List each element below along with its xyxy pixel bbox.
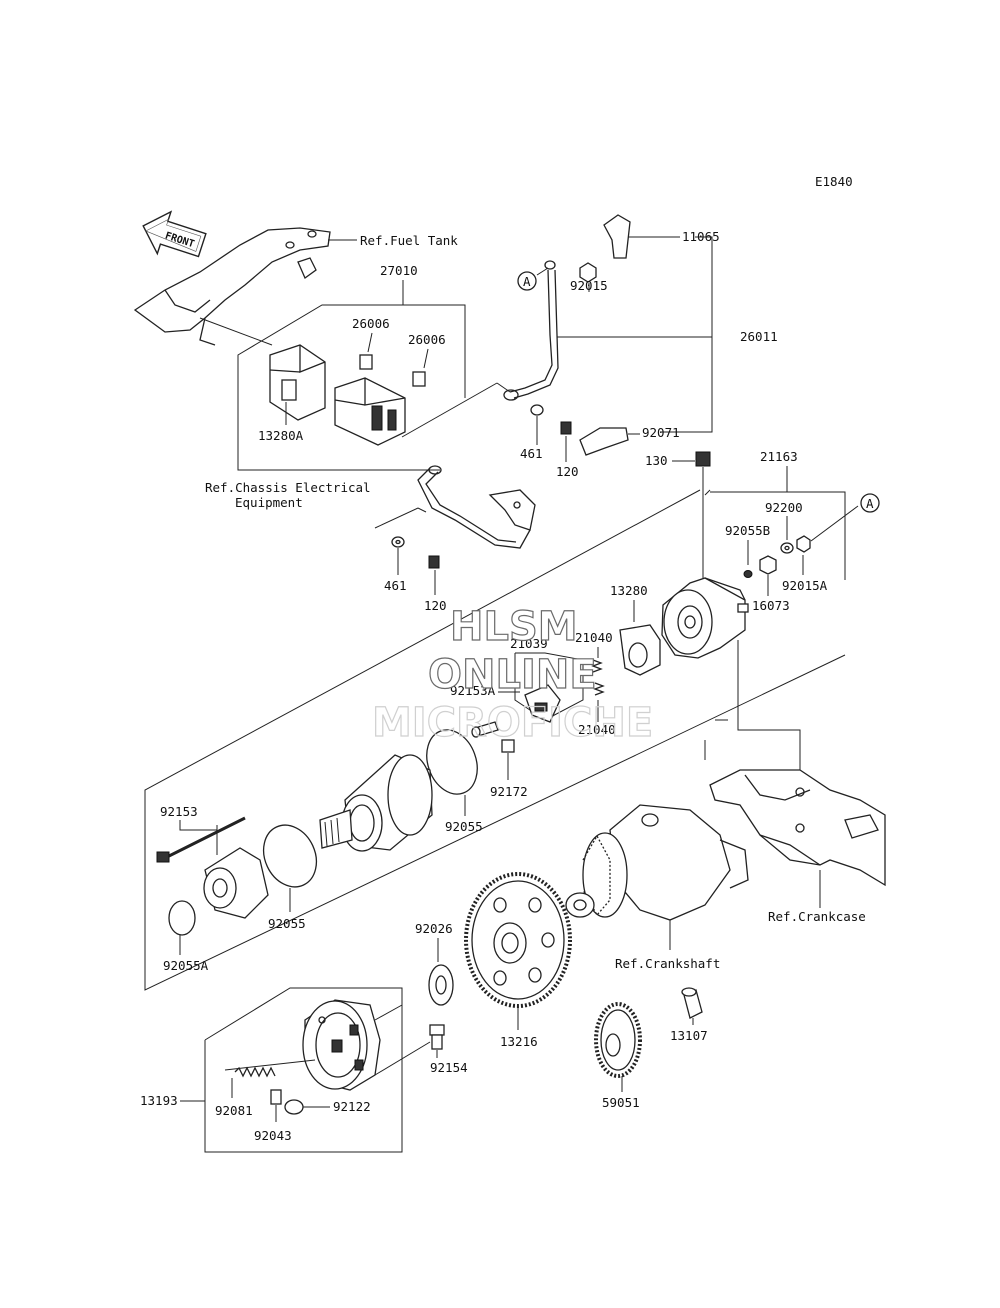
screw-92172 bbox=[501, 739, 515, 753]
label-92200: 92200 bbox=[765, 500, 803, 515]
ref-chassis-electrical: Ref.Chassis Electrical bbox=[205, 480, 371, 495]
ref-chassis-equipment: Equipment bbox=[235, 495, 303, 510]
washer-92026 bbox=[428, 964, 454, 1006]
label-21040-b: 21040 bbox=[578, 722, 616, 737]
boot-92071 bbox=[579, 427, 629, 456]
label-92055A: 92055A bbox=[163, 958, 209, 973]
label-92122: 92122 bbox=[333, 1099, 371, 1114]
label-59051: 59051 bbox=[602, 1095, 640, 1110]
label-27010: 27010 bbox=[380, 263, 418, 278]
watermark-line1: HLSM bbox=[450, 604, 578, 650]
roller-92122 bbox=[284, 1099, 304, 1115]
label-92043: 92043 bbox=[254, 1128, 292, 1143]
label-120-lower: 120 bbox=[424, 598, 447, 613]
idle-gear-59051 bbox=[594, 1002, 642, 1078]
callout-a-right-letter: A bbox=[866, 496, 874, 511]
label-21039: 21039 bbox=[510, 636, 548, 651]
nut-92015 bbox=[579, 262, 597, 283]
starter-gear-13216 bbox=[464, 872, 572, 1008]
label-92015: 92015 bbox=[570, 278, 608, 293]
label-92055-upper: 92055 bbox=[445, 819, 483, 834]
label-92026: 92026 bbox=[415, 921, 453, 936]
label-26011: 26011 bbox=[740, 329, 778, 344]
oring-92055A bbox=[168, 900, 196, 936]
spring-92081 bbox=[234, 1066, 276, 1078]
label-21163: 21163 bbox=[760, 449, 798, 464]
ref-fuel-tank: Ref.Fuel Tank bbox=[360, 233, 458, 248]
label-92055B: 92055B bbox=[725, 523, 770, 538]
watermark: HLSM ONLINE MICROFICHE bbox=[371, 603, 653, 746]
brush-holder-13280 bbox=[619, 624, 661, 676]
callout-a-top bbox=[517, 271, 537, 291]
spring-21040-b bbox=[593, 682, 605, 696]
label-92081: 92081 bbox=[215, 1103, 253, 1118]
label-92015A: 92015A bbox=[782, 578, 828, 593]
relay-13280A bbox=[269, 344, 326, 421]
crankshaft bbox=[565, 804, 749, 921]
label-92055-lower: 92055 bbox=[268, 916, 306, 931]
oring-92055B bbox=[743, 570, 753, 578]
label-461-lower: 461 bbox=[384, 578, 407, 593]
label-92154: 92154 bbox=[430, 1060, 468, 1075]
label-13280: 13280 bbox=[610, 583, 648, 598]
front-arrow-icon: FRONT bbox=[142, 210, 207, 258]
washer-92200 bbox=[780, 542, 794, 554]
pin-92043 bbox=[270, 1089, 282, 1105]
label-92071: 92071 bbox=[642, 425, 680, 440]
callout-a-right bbox=[860, 493, 880, 513]
label-92153: 92153 bbox=[160, 804, 198, 819]
washer-461-upper bbox=[530, 404, 544, 416]
label-130: 130 bbox=[645, 453, 668, 468]
spring-21040-a bbox=[591, 659, 603, 673]
label-120-upper: 120 bbox=[556, 464, 579, 479]
ref-crankshaft: Ref.Crankshaft bbox=[615, 956, 720, 971]
label-26006-a: 26006 bbox=[352, 316, 390, 331]
label-92172: 92172 bbox=[490, 784, 528, 799]
crankcase bbox=[709, 769, 886, 887]
label-13107: 13107 bbox=[670, 1028, 708, 1043]
fuel-tank-bracket bbox=[133, 227, 357, 346]
diagram-code: E1840 bbox=[815, 174, 853, 189]
nut-16073 bbox=[759, 555, 777, 575]
bolt-120-lower bbox=[428, 555, 440, 569]
screw-92153A bbox=[471, 721, 499, 738]
brush-plate-21039 bbox=[524, 684, 561, 723]
fuse-26006-b bbox=[412, 371, 426, 387]
label-461-upper: 461 bbox=[520, 446, 543, 461]
bolt-92153 bbox=[156, 816, 246, 863]
label-13193: 13193 bbox=[140, 1093, 178, 1108]
nut-92015A bbox=[796, 535, 811, 553]
fuse-26006-a bbox=[359, 354, 373, 370]
bolt-130 bbox=[695, 451, 711, 467]
label-13280A: 13280A bbox=[258, 428, 304, 443]
starter-relay bbox=[334, 377, 406, 446]
starter-cable-26011 bbox=[503, 260, 559, 401]
starter-clutch-13193 bbox=[302, 999, 381, 1091]
boot-11065 bbox=[603, 214, 631, 259]
starter-front-cover bbox=[203, 847, 269, 919]
watermark-line3: MICROFICHE bbox=[372, 700, 653, 746]
ground-cable bbox=[417, 465, 536, 549]
starter-end-cover bbox=[661, 577, 749, 659]
label-21040-a: 21040 bbox=[575, 630, 613, 645]
watermark-line2: ONLINE bbox=[428, 652, 597, 698]
oring-92055-lower bbox=[262, 824, 318, 888]
ref-crankcase: Ref.Crankcase bbox=[768, 909, 866, 924]
label-92153A: 92153A bbox=[450, 683, 496, 698]
bolt-92154 bbox=[429, 1024, 445, 1050]
label-16073: 16073 bbox=[752, 598, 790, 613]
starter-motor-yoke bbox=[319, 754, 433, 852]
label-26006-b: 26006 bbox=[408, 332, 446, 347]
callout-a-top-letter: A bbox=[523, 274, 531, 289]
label-13216: 13216 bbox=[500, 1034, 538, 1049]
washer-461-lower bbox=[391, 536, 405, 548]
bolt-120-upper bbox=[560, 421, 572, 435]
